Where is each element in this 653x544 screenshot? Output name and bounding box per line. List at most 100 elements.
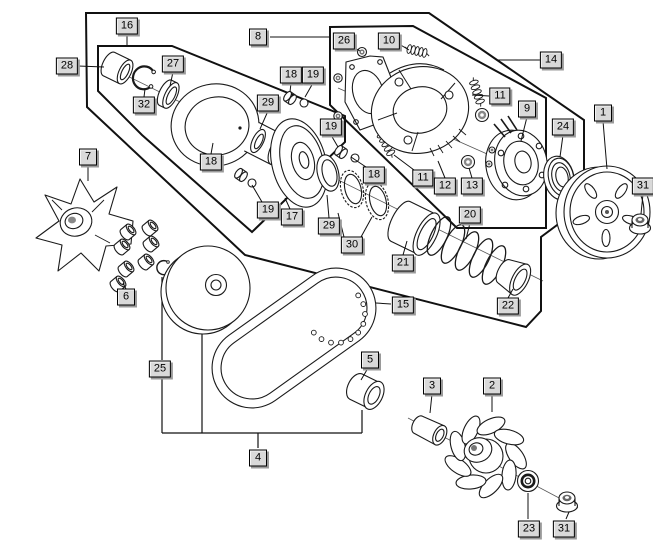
collar-3-drawing [411,415,448,446]
impeller-7-drawing [35,178,134,272]
part-number-text: 25 [153,362,167,375]
circlip-32-drawing [131,65,156,91]
part-number-text: 20 [463,208,477,221]
parts-layer [35,44,652,513]
part-label-17-24: 17 [280,208,304,226]
part-number-text: 14 [544,53,558,66]
part-label-15-30: 15 [391,296,415,314]
part-label-25-32: 25 [148,360,172,378]
part-number-text: 22 [501,299,515,312]
part-label-13-21: 13 [460,177,484,195]
part-number-text: 17 [285,210,299,223]
part-label-19-23: 19 [256,201,280,219]
pointer-lines [77,34,644,520]
part-label-14-4: 14 [539,51,563,69]
part-number-text: 9 [523,102,531,115]
part-number-text: 3 [428,379,436,392]
drive-plate-9-drawing [485,115,548,201]
part-number-text: 10 [382,34,396,47]
part-number-text: 19 [306,68,320,81]
part-number-text: 15 [396,298,410,311]
seal-23-drawing [516,469,540,493]
part-number-text: 18 [204,155,218,168]
part-number-text: 31 [636,179,650,192]
washer-29a-drawing [250,128,266,154]
part-number-text: 16 [120,19,134,32]
part-number-text: 21 [396,256,410,269]
ball-19c-drawing [247,178,257,188]
part-number-text: 28 [60,59,74,72]
part-number-text: 18 [284,68,298,81]
part-number-text: 27 [166,57,180,70]
part-number-text: 13 [465,179,479,192]
part-number-text: 6 [122,290,130,303]
part-label-6-29: 6 [117,288,135,306]
part-label-32-10: 32 [132,96,156,114]
part-label-9-12: 9 [518,100,536,118]
rollers-6-drawing [109,219,160,293]
cap-18c-drawing [334,144,348,160]
part-number-text: 2 [488,379,496,392]
pulley-face-25-drawing [160,245,251,335]
cap-18a-drawing [283,90,297,106]
part-label-23-37: 23 [517,520,541,538]
part-label-27-6: 27 [161,55,185,73]
part-number-text: 19 [261,203,275,216]
clutch-shoes-12-drawing [370,63,470,157]
part-number-text: 8 [254,30,262,43]
nut-31a-drawing [628,213,652,235]
part-label-18-18: 18 [362,166,386,184]
part-number-text: 11 [417,171,429,184]
part-number-text: 1 [599,106,607,119]
part-number-text: 26 [337,34,351,47]
part-label-19-8: 19 [301,66,325,84]
seal-27-drawing [156,79,180,109]
belt-15-drawing [211,267,377,409]
part-label-5-33: 5 [361,351,379,369]
part-label-16-0: 16 [115,17,139,35]
outer-group-outline [84,12,585,329]
part-label-29-11: 29 [256,94,280,112]
part-number-text: 32 [137,98,151,111]
part-number-text: 24 [556,120,570,133]
bushing-28-drawing [100,51,134,85]
nut-13-drawing [460,107,490,170]
part-number-text: 7 [84,150,92,163]
clutch-bell-1-drawing [555,165,651,260]
part-number-text: 12 [438,179,452,192]
part-number-text: 29 [261,96,275,109]
part-number-text: 23 [522,522,536,535]
part-label-20-26: 20 [458,206,482,224]
ball-19b-drawing [350,153,360,163]
part-label-7-16: 7 [79,148,97,166]
spring-20-drawing [426,216,507,285]
part-label-28-5: 28 [55,57,79,75]
part-label-18-17: 18 [199,153,223,171]
part-label-30-27: 30 [340,236,364,254]
bracket-lines [161,277,363,448]
part-number-text: 31 [557,522,571,535]
cap-18b-drawing [234,167,248,183]
part-label-3-34: 3 [423,377,441,395]
part-label-11-19: 11 [412,169,434,187]
part-number-text: 11 [494,89,506,102]
part-label-29-25: 29 [317,217,341,235]
part-label-2-35: 2 [483,377,501,395]
part-number-text: 4 [254,451,262,464]
ring-29b-drawing [316,154,340,192]
spring-11a-drawing [469,77,485,107]
part-label-24-14: 24 [551,118,575,136]
nut-31b-drawing [555,491,579,513]
part-label-31-38: 31 [552,520,576,538]
part-label-31-22: 31 [631,177,653,195]
part-label-22-31: 22 [496,297,520,315]
fan-2-drawing [444,415,527,499]
ramp-plate-17-drawing [270,118,328,208]
part-number-text: 29 [322,219,336,232]
spacer-5-drawing [346,373,385,410]
nut-26-drawing [333,46,368,121]
part-label-19-15: 19 [319,118,343,136]
part-label-10-3: 10 [377,32,401,50]
